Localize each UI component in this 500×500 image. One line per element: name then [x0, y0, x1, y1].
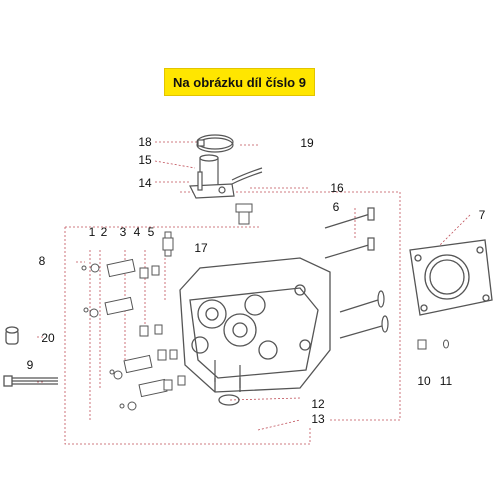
callout-4: 4 — [133, 225, 141, 239]
head-gasket — [409, 239, 493, 316]
o-ring — [218, 394, 240, 406]
callout-16: 16 — [330, 181, 344, 195]
callout-15: 15 — [138, 153, 152, 167]
valve-springs — [104, 258, 168, 398]
callout-17: 17 — [194, 241, 208, 255]
cap-20 — [5, 326, 19, 345]
o-ring-small — [443, 339, 449, 349]
temperature-sensor — [162, 231, 174, 257]
callout-14: 14 — [138, 176, 152, 190]
thermostat — [235, 203, 253, 225]
callout-5: 5 — [147, 225, 155, 239]
part-banner: Na obrázku díl číslo 9 — [164, 68, 315, 96]
banner-text: Na obrázku díl číslo 9 — [173, 74, 306, 90]
callout-9: 9 — [26, 358, 34, 372]
callout-3: 3 — [119, 225, 127, 239]
callout-10: 10 — [417, 374, 431, 388]
callout-1: 1 — [88, 225, 96, 239]
plug — [417, 339, 427, 350]
callout-13: 13 — [311, 412, 325, 426]
hose — [231, 167, 263, 185]
dowel-pins — [214, 360, 241, 388]
spring-caps — [81, 263, 186, 411]
callout-6: 6 — [332, 200, 340, 214]
callout-18: 18 — [138, 135, 152, 149]
bolt — [3, 375, 58, 387]
callout-11: 11 — [439, 374, 453, 388]
callout-19: 19 — [300, 136, 314, 150]
callout-20: 20 — [41, 331, 55, 345]
callout-2: 2 — [100, 225, 108, 239]
leader-lines — [37, 141, 471, 445]
hose-clamp — [196, 134, 234, 153]
callout-12: 12 — [311, 397, 325, 411]
thermostat-housing — [189, 154, 235, 199]
callout-7: 7 — [478, 208, 486, 222]
cylinder-head — [179, 257, 331, 393]
callout-8: 8 — [38, 254, 46, 268]
valves — [324, 207, 389, 339]
